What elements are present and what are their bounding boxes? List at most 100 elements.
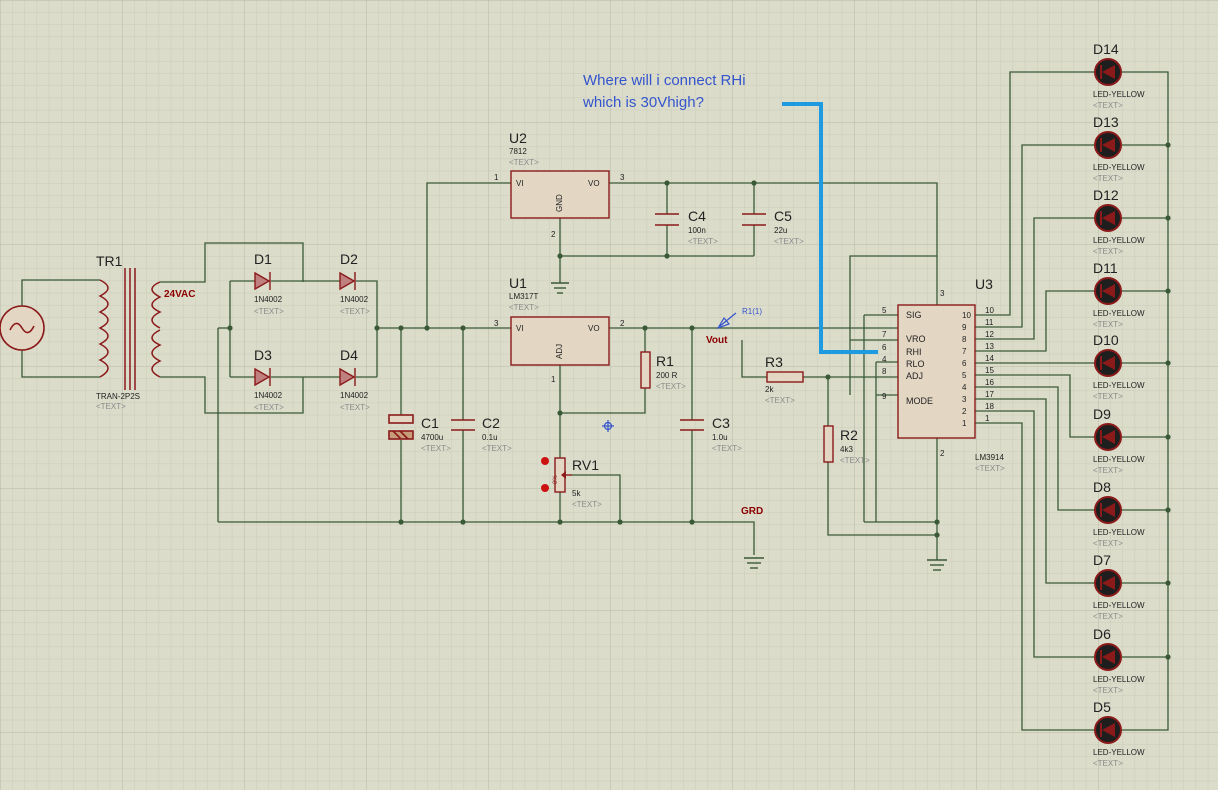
led-text: <TEXT> [1093, 466, 1123, 475]
led-text: <TEXT> [1093, 320, 1123, 329]
diode-d1 [254, 271, 271, 291]
capacitors[interactable] [388, 213, 766, 440]
u3-text: <TEXT> [975, 464, 1005, 473]
bridge-diodes[interactable] [254, 271, 356, 387]
u3-pin-name: MODE [906, 396, 933, 406]
u3-pin-name: RHI [906, 347, 922, 357]
led-part: LED-YELLOW [1093, 601, 1145, 610]
u3-output-num: 6 [962, 359, 967, 368]
ground-icon-grd [744, 557, 764, 569]
u3-pin-num-right: 11 [985, 318, 994, 327]
u3-pin-num-left: 8 [882, 367, 887, 376]
u3-output-num: 10 [962, 311, 971, 320]
transformer-tr1[interactable] [98, 268, 162, 390]
led-d9[interactable] [1092, 423, 1122, 451]
c4-value: 100n [688, 226, 706, 235]
led-d14[interactable] [1092, 58, 1122, 86]
u3-pin-num-right: 15 [985, 366, 994, 375]
led-part: LED-YELLOW [1093, 309, 1145, 318]
c5-ref: C5 [774, 208, 792, 224]
resistor-r1 [640, 351, 651, 389]
r1-value: 200 R [656, 371, 678, 380]
u3-output-num: 4 [962, 383, 967, 392]
c2-text: <TEXT> [482, 444, 512, 453]
led-d8[interactable] [1092, 496, 1122, 524]
rv1-value: 5k [572, 489, 581, 498]
rv1-percent: 0% [553, 475, 559, 484]
grd-label: GRD [741, 506, 763, 517]
r2-value: 4k3 [840, 445, 853, 454]
led-part: LED-YELLOW [1093, 381, 1145, 390]
capacitor-c5 [742, 213, 766, 226]
u3-pin-num-right: 10 [985, 306, 994, 315]
c1-text: <TEXT> [421, 444, 451, 453]
led-d5[interactable] [1092, 716, 1122, 744]
u3-part: LM3914 [975, 453, 1004, 462]
u3-pin-num-right: 13 [985, 342, 994, 351]
d3-part: 1N4002 [254, 391, 283, 400]
rv1-text: <TEXT> [572, 500, 602, 509]
u3-pin-name: SIG [906, 310, 922, 320]
led-part: LED-YELLOW [1093, 748, 1145, 757]
u1-pin1: 1 [551, 375, 556, 384]
u2-vo: VO [588, 179, 600, 188]
u2-pin1: 1 [494, 173, 499, 182]
led-d7[interactable] [1092, 569, 1122, 597]
led-d6[interactable] [1092, 643, 1122, 671]
u1-pin3: 3 [494, 319, 499, 328]
vout-label: Vout [706, 335, 728, 346]
d2-part: 1N4002 [340, 295, 369, 304]
led-text: <TEXT> [1093, 686, 1123, 695]
ic-u3-lm3914[interactable] [897, 304, 976, 439]
u3-pin-name: RLO [906, 359, 925, 369]
u3-output-num: 7 [962, 347, 967, 356]
probe-icon[interactable] [716, 312, 737, 330]
d3-text: <TEXT> [254, 403, 284, 412]
led-ref: D5 [1093, 699, 1111, 715]
u3-output-num: 5 [962, 371, 967, 380]
u2-gnd: GND [555, 194, 564, 212]
u3-output-num: 9 [962, 323, 967, 332]
c3-ref: C3 [712, 415, 730, 431]
u3-pin-num-left: 7 [882, 330, 887, 339]
led-ref: D10 [1093, 332, 1119, 348]
led-ref: D11 [1093, 260, 1118, 276]
u3-pin-num-right: 14 [985, 354, 994, 363]
regulator-u2[interactable] [510, 170, 610, 219]
u1-text: <TEXT> [509, 303, 539, 312]
resistor-r2 [823, 425, 834, 463]
resistor-r3 [766, 371, 804, 383]
c1-value: 4700u [421, 433, 443, 442]
u3-pin-name: VRO [906, 334, 926, 344]
tr1-voltage: 24VAC [164, 289, 196, 300]
u1-adj: ADJ [555, 344, 564, 359]
d1-ref: D1 [254, 251, 272, 267]
d1-part: 1N4002 [254, 295, 283, 304]
diode-d2 [339, 271, 356, 291]
highlighted-wire[interactable] [782, 102, 878, 354]
resistors[interactable] [640, 351, 834, 463]
u3-pin-num-left: 4 [882, 355, 887, 364]
u3-pin-num-left: 6 [882, 343, 887, 352]
potentiometer-rv1[interactable] [541, 457, 572, 493]
c5-value: 22u [774, 226, 787, 235]
u1-part: LM317T [509, 292, 538, 301]
r3-value: 2k [765, 385, 774, 394]
led-column: D14LED-YELLOW<TEXT>D13LED-YELLOW<TEXT>D1… [1092, 41, 1145, 768]
capacitor-c3 [680, 419, 704, 431]
ground-icon-u2 [551, 282, 569, 294]
led-d13[interactable] [1092, 131, 1122, 159]
led-d12[interactable] [1092, 204, 1122, 232]
led-ref: D12 [1093, 187, 1119, 203]
r2-text: <TEXT> [840, 456, 870, 465]
led-d10[interactable] [1092, 349, 1122, 377]
regulator-u1[interactable] [510, 316, 610, 366]
u2-pin3: 3 [620, 173, 625, 182]
u2-ref: U2 [509, 130, 527, 146]
ac-source[interactable] [0, 305, 45, 351]
led-part: LED-YELLOW [1093, 675, 1145, 684]
led-d11[interactable] [1092, 277, 1122, 305]
